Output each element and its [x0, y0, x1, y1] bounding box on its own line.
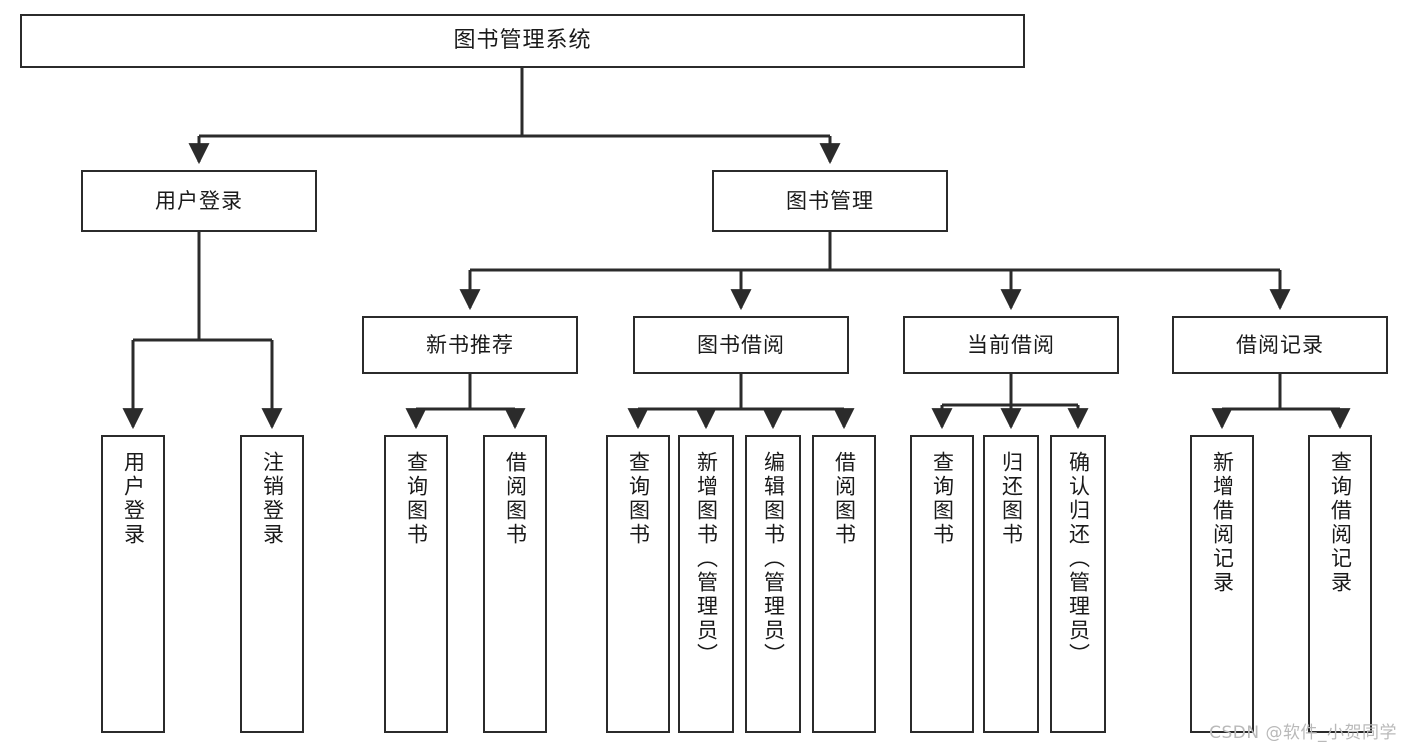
node-leaf-confirm-return-label: 确认归还（管理员）	[1066, 451, 1091, 667]
node-leaf-user-login-label: 用户登录	[121, 451, 146, 547]
node-new-book-recommend[interactable]: 新书推荐	[362, 316, 578, 374]
node-leaf-borrow-book-2-label: 借阅图书	[832, 451, 857, 547]
node-leaf-add-record-label: 新增借阅记录	[1210, 451, 1235, 595]
node-leaf-edit-book[interactable]: 编辑图书（管理员）	[745, 435, 801, 733]
node-book-manage-label: 图书管理	[786, 188, 874, 213]
node-leaf-user-logout[interactable]: 注销登录	[240, 435, 304, 733]
node-book-borrow-label: 图书借阅	[697, 332, 785, 357]
node-leaf-query-book-3-label: 查询图书	[930, 451, 955, 547]
node-leaf-edit-book-label: 编辑图书（管理员）	[761, 451, 786, 667]
node-leaf-query-record-label: 查询借阅记录	[1328, 451, 1353, 595]
node-leaf-borrow-book-2[interactable]: 借阅图书	[812, 435, 876, 733]
node-leaf-query-book-2-label: 查询图书	[626, 451, 651, 547]
node-leaf-return-book[interactable]: 归还图书	[983, 435, 1039, 733]
node-leaf-query-book-1[interactable]: 查询图书	[384, 435, 448, 733]
node-root-label: 图书管理系统	[453, 28, 592, 54]
node-root[interactable]: 图书管理系统	[20, 14, 1025, 68]
node-new-book-recommend-label: 新书推荐	[426, 332, 514, 357]
node-leaf-query-book-1-label: 查询图书	[404, 451, 429, 547]
node-leaf-query-book-3[interactable]: 查询图书	[910, 435, 974, 733]
node-leaf-user-logout-label: 注销登录	[260, 451, 285, 547]
node-user-login[interactable]: 用户登录	[81, 170, 317, 232]
node-leaf-add-record[interactable]: 新增借阅记录	[1190, 435, 1254, 733]
node-borrow-record-label: 借阅记录	[1236, 332, 1324, 357]
node-leaf-borrow-book-1[interactable]: 借阅图书	[483, 435, 547, 733]
node-current-borrow[interactable]: 当前借阅	[903, 316, 1119, 374]
node-leaf-user-login[interactable]: 用户登录	[101, 435, 165, 733]
node-borrow-record[interactable]: 借阅记录	[1172, 316, 1388, 374]
csdn-watermark: CSDN @软件_小贺同学	[1209, 723, 1397, 743]
node-book-manage[interactable]: 图书管理	[712, 170, 948, 232]
node-leaf-query-record[interactable]: 查询借阅记录	[1308, 435, 1372, 733]
node-book-borrow[interactable]: 图书借阅	[633, 316, 849, 374]
node-leaf-borrow-book-1-label: 借阅图书	[503, 451, 528, 547]
node-current-borrow-label: 当前借阅	[967, 332, 1055, 357]
node-leaf-add-book[interactable]: 新增图书（管理员）	[678, 435, 734, 733]
node-leaf-query-book-2[interactable]: 查询图书	[606, 435, 670, 733]
node-leaf-confirm-return[interactable]: 确认归还（管理员）	[1050, 435, 1106, 733]
node-user-login-label: 用户登录	[155, 188, 243, 213]
node-leaf-return-book-label: 归还图书	[999, 451, 1024, 547]
node-leaf-add-book-label: 新增图书（管理员）	[694, 451, 719, 667]
